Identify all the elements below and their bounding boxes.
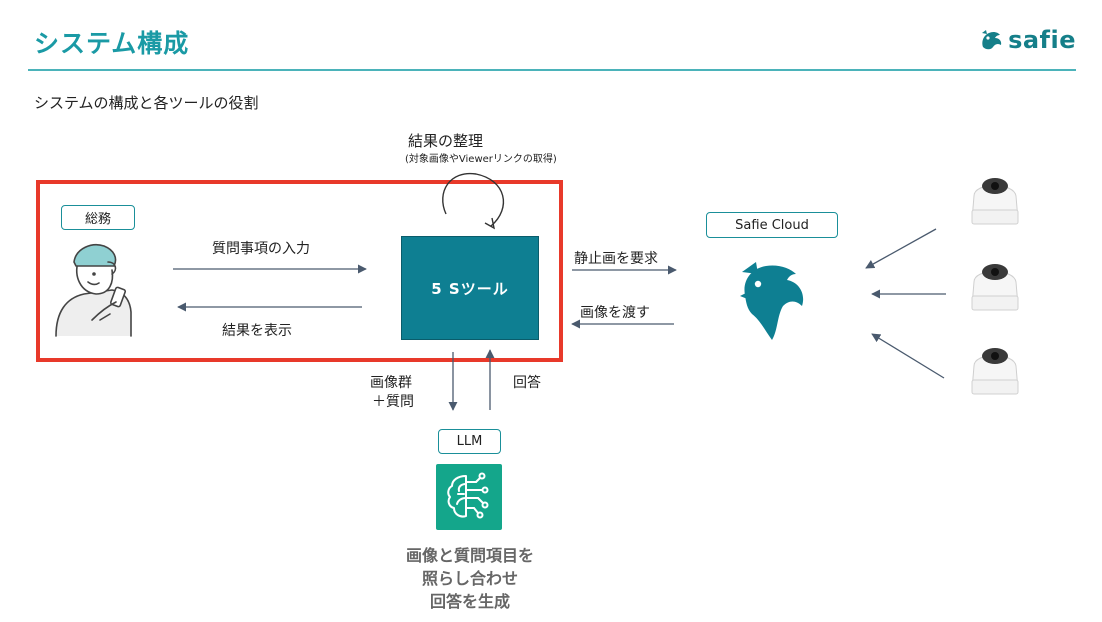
page-title: システム構成 — [34, 29, 190, 58]
camera-icon — [971, 178, 1019, 225]
soumu-chip: 総務 — [61, 205, 135, 230]
loop-arrow — [442, 172, 505, 230]
llm-description-line: 画像と質問項目を — [405, 546, 534, 565]
camera-icon — [971, 264, 1019, 311]
images-label-line1: 画像群 — [370, 375, 412, 391]
llm-description: 画像と質問項目を 照らし合わせ 回答を生成 — [370, 544, 570, 613]
show-result-label: 結果を表示 — [222, 323, 292, 339]
llm-description-line: 回答を生成 — [429, 592, 510, 611]
safie-cloud-chip: Safie Cloud — [706, 212, 838, 238]
tool-box: 5 Sツール — [401, 236, 539, 340]
safie-logo: safie — [978, 26, 1076, 54]
llm-description-line: 照らし合わせ — [421, 569, 518, 588]
loop-sublabel: (対象画像やViewerリンクの取得) — [405, 154, 557, 165]
safie-bird-icon — [740, 262, 804, 340]
title-divider — [28, 69, 1076, 71]
tool-label: 5 Sツール — [431, 279, 509, 298]
subtitle: システムの構成と各ツールの役割 — [34, 94, 259, 112]
input-question-label: 質問事項の入力 — [212, 241, 310, 257]
safie-logo-icon — [982, 30, 1002, 50]
loop-label: 結果の整理 — [408, 132, 484, 150]
brand-name: safie — [1008, 26, 1076, 54]
answer-label: 回答 — [513, 375, 541, 391]
images-label-line2: ＋質問 — [372, 394, 414, 410]
llm-brain-icon — [436, 464, 502, 530]
llm-brain-icon-svg — [447, 472, 489, 519]
request-still-label: 静止画を要求 — [574, 251, 658, 267]
highlight-frame — [36, 180, 563, 362]
camera-arrow-top — [865, 228, 937, 269]
camera-arrow-bottom — [871, 333, 945, 379]
camera-icon — [971, 348, 1019, 395]
person-with-phone-icon — [55, 244, 132, 337]
llm-chip: LLM — [438, 429, 501, 454]
pass-image-label: 画像を渡す — [580, 305, 650, 321]
